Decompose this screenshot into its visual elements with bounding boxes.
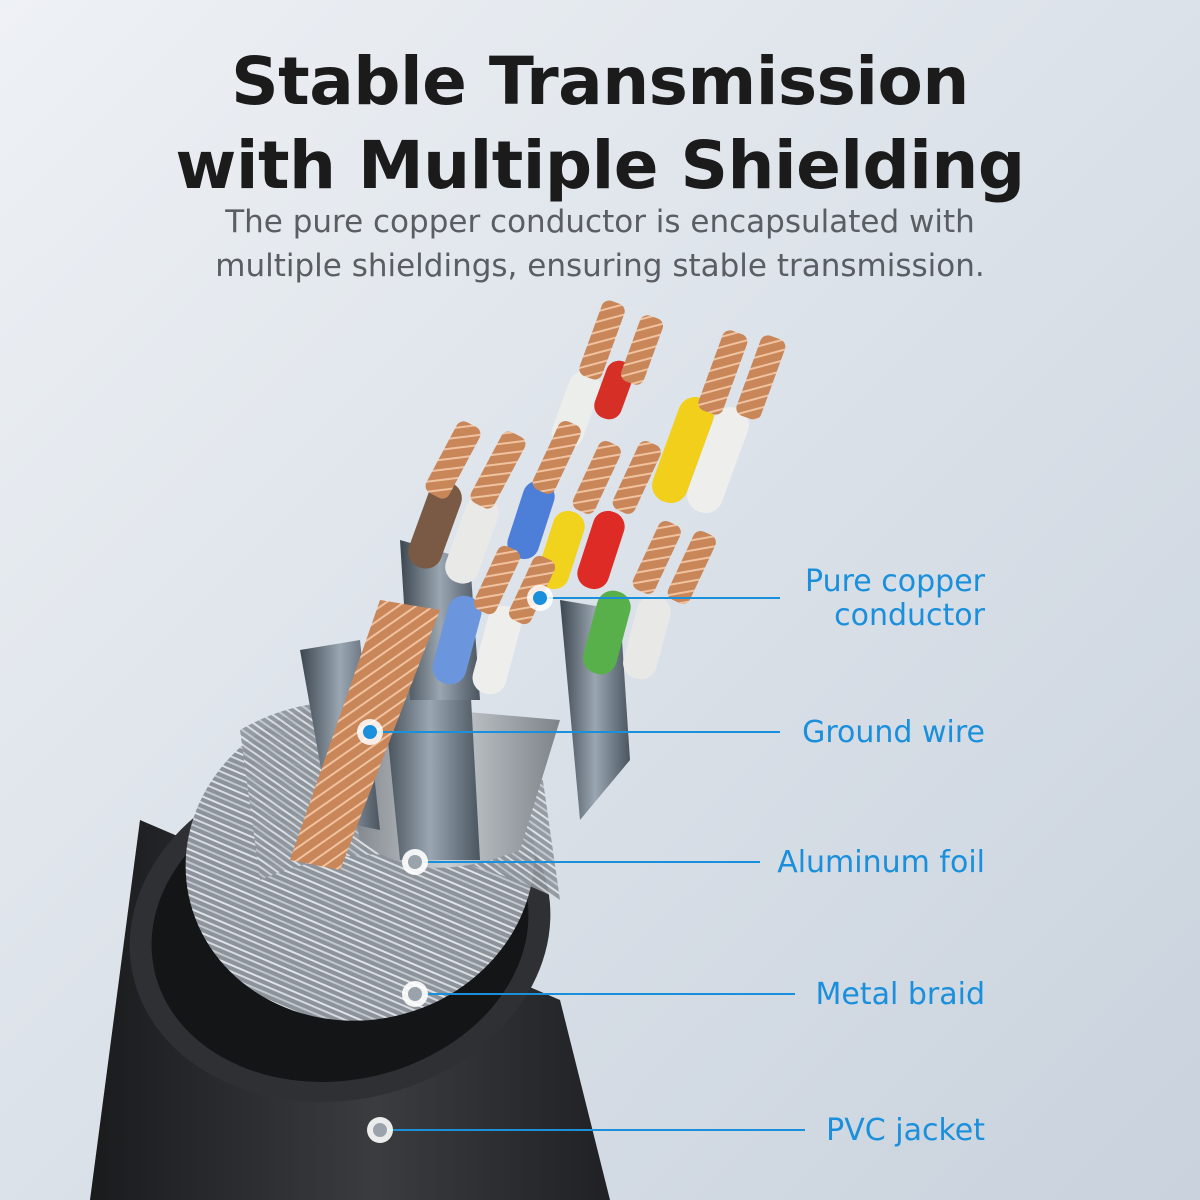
callout-leaders xyxy=(370,597,805,1131)
marker-jacket xyxy=(367,1117,393,1143)
marker-foil xyxy=(402,849,428,875)
label-metal-braid: Metal braid xyxy=(815,977,986,1012)
copper-strands xyxy=(425,300,786,625)
marker-braid xyxy=(402,981,428,1007)
callout-markers xyxy=(357,585,553,1143)
insulated-conductors xyxy=(408,360,749,695)
label-pvc-jacket: PVC jacket xyxy=(826,1113,985,1148)
label-conductor-line-1: Pure copper xyxy=(805,564,985,599)
label-conductor-line-2: conductor xyxy=(834,598,985,633)
label-ground-wire: Ground wire xyxy=(802,715,985,750)
marker-ground xyxy=(357,719,383,745)
label-aluminum-foil: Aluminum foil xyxy=(777,845,985,880)
page-title: Stable Transmission with Multiple Shield… xyxy=(0,40,1200,208)
subtitle-line-1: The pure copper conductor is encapsulate… xyxy=(225,204,975,240)
page-subtitle: The pure copper conductor is encapsulate… xyxy=(0,200,1200,288)
label-pure-copper-conductor: Pure copper conductor xyxy=(805,565,985,633)
title-line-2: with Multiple Shielding xyxy=(175,127,1025,204)
title-line-1: Stable Transmission xyxy=(231,43,969,120)
marker-conductor xyxy=(527,585,553,611)
subtitle-line-2: multiple shieldings, ensuring stable tra… xyxy=(215,248,985,284)
